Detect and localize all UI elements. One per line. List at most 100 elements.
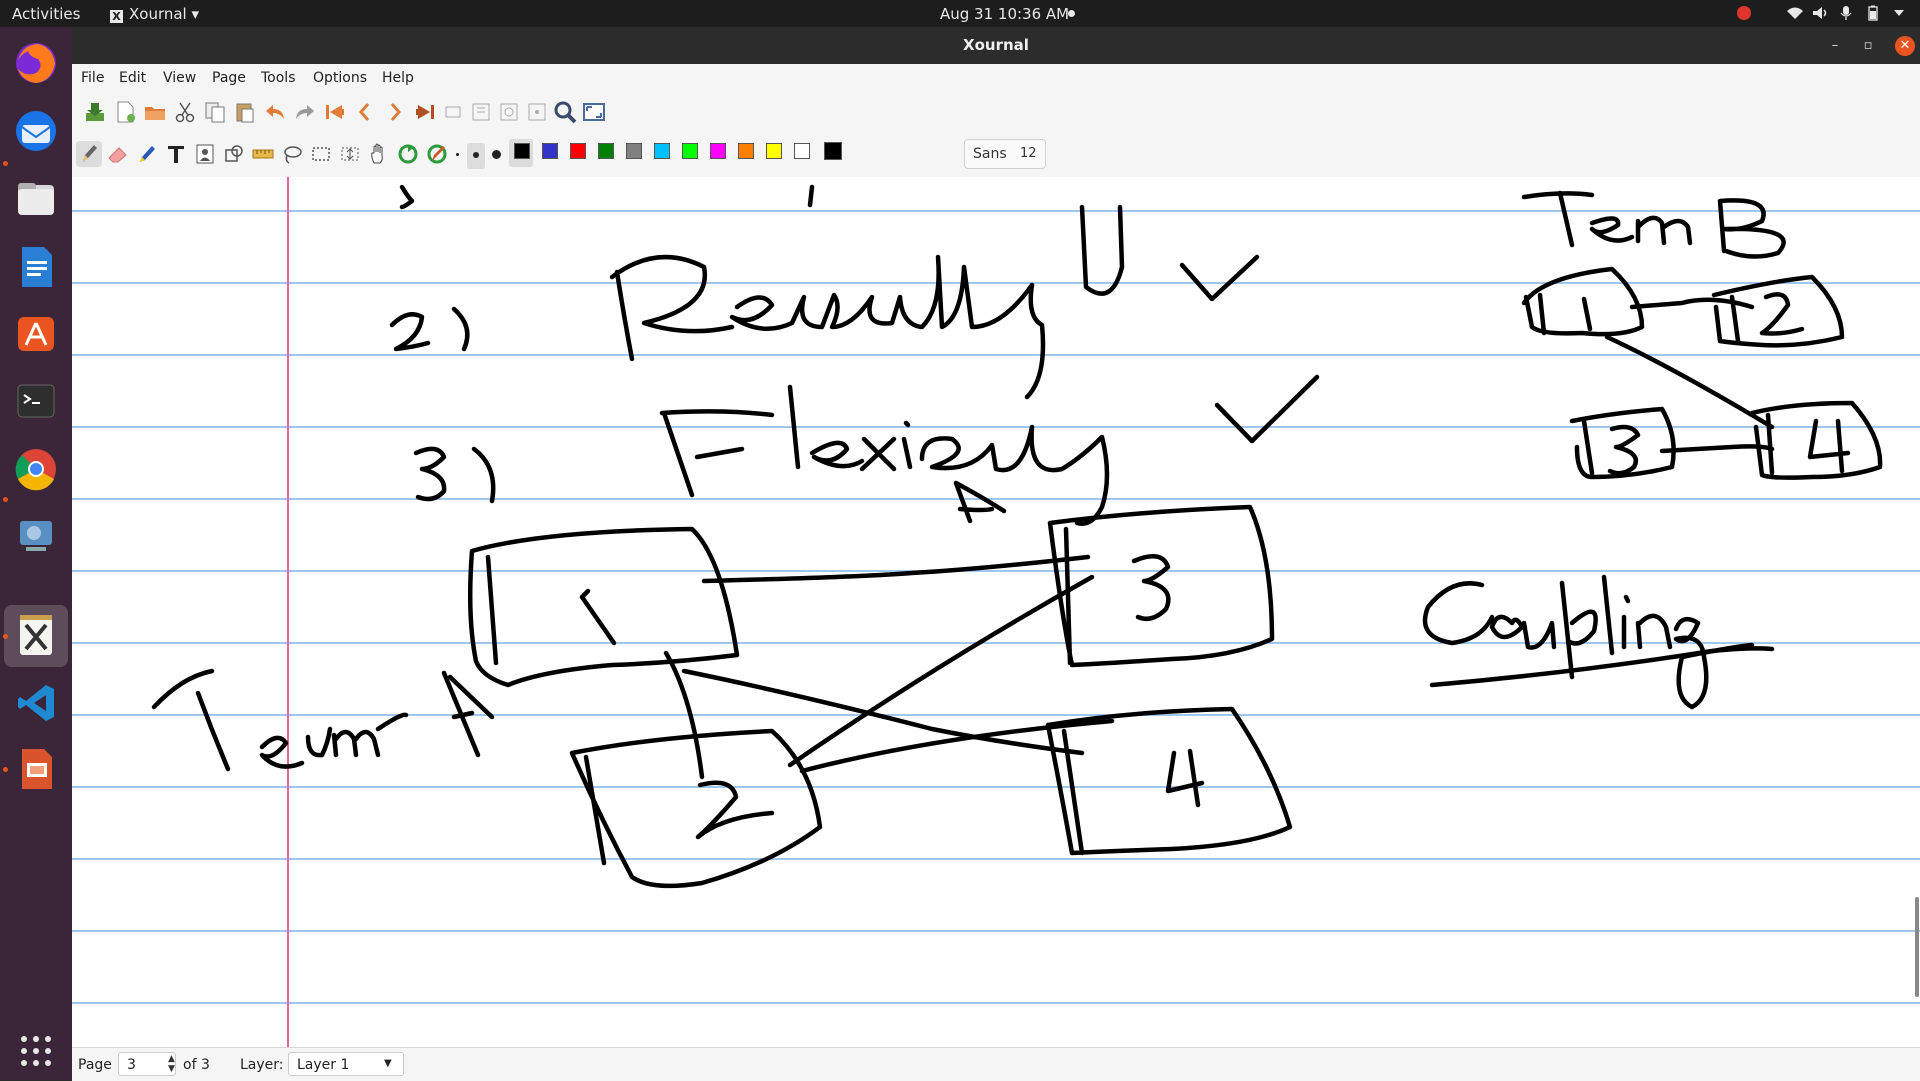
chrome-icon[interactable]: [12, 445, 60, 493]
pen-width-thick[interactable]: [492, 150, 501, 159]
page-spinner[interactable]: ▲▼: [168, 1054, 175, 1074]
dock-running-indicator: [3, 161, 8, 166]
libreoffice-writer-icon[interactable]: [12, 243, 60, 291]
ruled-page[interactable]: [72, 177, 1920, 1047]
clock[interactable]: Aug 31 10:36 AM: [940, 5, 1070, 23]
show-applications-icon[interactable]: [12, 1027, 60, 1075]
prev-page-icon[interactable]: [352, 99, 378, 125]
thunderbird-icon[interactable]: [12, 107, 60, 155]
color-white-swatch[interactable]: [794, 143, 810, 159]
image-icon[interactable]: [192, 141, 218, 167]
font-button[interactable]: Sans 12: [964, 139, 1046, 169]
first-page-icon[interactable]: [322, 99, 348, 125]
color-light-green-swatch[interactable]: [682, 143, 698, 159]
menu-tools[interactable]: Tools: [261, 70, 296, 86]
window-titlebar[interactable]: Xournal – ▫ ✕: [72, 27, 1920, 64]
color-black-swatch[interactable]: [514, 143, 530, 159]
menu-page[interactable]: Page: [212, 70, 246, 86]
default-pen-icon[interactable]: [424, 141, 450, 167]
page-option-3-icon[interactable]: [496, 99, 522, 125]
page-total: of 3: [183, 1057, 210, 1073]
volume-icon[interactable]: [1812, 6, 1830, 20]
firefox-icon[interactable]: [12, 39, 60, 87]
rect-select-icon[interactable]: [308, 141, 334, 167]
ink-team-a-T: [151, 668, 231, 772]
minimize-button[interactable]: –: [1831, 38, 1839, 53]
lasso-icon[interactable]: [279, 141, 305, 167]
page-option-4-icon[interactable]: [524, 99, 550, 125]
xournal-app-icon[interactable]: [12, 611, 60, 659]
new-icon[interactable]: [112, 99, 138, 125]
color-orange-swatch[interactable]: [738, 143, 754, 159]
color-green-swatch[interactable]: [598, 143, 614, 159]
ink-box-b1: [1521, 266, 1645, 337]
power-menu-icon[interactable]: [1894, 9, 1904, 17]
save-icon[interactable]: [82, 99, 108, 125]
open-icon[interactable]: [142, 99, 168, 125]
spin-down-icon[interactable]: ▼: [168, 1064, 175, 1074]
spin-up-icon[interactable]: ▲: [168, 1054, 175, 1064]
color-red-swatch[interactable]: [570, 143, 586, 159]
files-icon[interactable]: [12, 175, 60, 223]
paste-icon[interactable]: [232, 99, 258, 125]
color-blue-swatch[interactable]: [542, 143, 558, 159]
menu-options[interactable]: Options: [313, 70, 368, 86]
dock: [0, 27, 72, 1080]
cut-icon[interactable]: [172, 99, 198, 125]
last-page-icon[interactable]: [412, 99, 438, 125]
maximize-button[interactable]: ▫: [1863, 38, 1873, 53]
color-gray-swatch[interactable]: [626, 143, 642, 159]
close-button[interactable]: ✕: [1895, 36, 1915, 56]
copy-icon[interactable]: [202, 99, 228, 125]
undo-icon[interactable]: [262, 99, 288, 125]
shape-icon[interactable]: [221, 141, 247, 167]
mic-icon[interactable]: [1840, 5, 1852, 21]
menu-edit[interactable]: Edit: [119, 70, 147, 86]
color-magenta-swatch[interactable]: [710, 143, 726, 159]
fullscreen-icon[interactable]: [581, 99, 607, 125]
page-option-1-icon[interactable]: [440, 99, 466, 125]
current-color-button[interactable]: [824, 142, 842, 160]
page-option-2-icon[interactable]: [468, 99, 494, 125]
hand-icon[interactable]: [366, 141, 392, 167]
highlighter-icon[interactable]: [134, 141, 160, 167]
vertical-space-icon[interactable]: [337, 141, 363, 167]
ruler-icon[interactable]: [250, 141, 276, 167]
menu-view[interactable]: View: [163, 70, 197, 86]
activities-button[interactable]: Activities: [12, 5, 81, 23]
pen-width-fine[interactable]: [456, 153, 459, 156]
ink-digit-a1: [579, 588, 617, 646]
color-light-blue-swatch[interactable]: [654, 143, 670, 159]
screen-recorder-icon[interactable]: [12, 511, 60, 559]
ink-line-a1-a3: [701, 554, 1091, 584]
libreoffice-impress-icon[interactable]: [12, 745, 60, 793]
default-tool-icon[interactable]: [395, 141, 421, 167]
vscode-icon[interactable]: [12, 679, 60, 727]
text-icon[interactable]: [163, 141, 189, 167]
menu-file[interactable]: File: [81, 70, 105, 86]
pen-icon[interactable]: [76, 141, 102, 167]
eraser-icon[interactable]: [105, 141, 131, 167]
next-page-icon[interactable]: [382, 99, 408, 125]
page-number-input[interactable]: 3: [118, 1052, 176, 1076]
recording-indicator-icon[interactable]: [1737, 6, 1751, 20]
redo-icon[interactable]: [292, 99, 318, 125]
ubuntu-software-icon[interactable]: [12, 309, 60, 357]
layer-select[interactable]: Layer 1: [288, 1052, 404, 1076]
zoom-icon[interactable]: [552, 99, 578, 125]
rule-lines: [72, 210, 1920, 1004]
ink-remnant-1: [399, 184, 415, 210]
pen-width-medium[interactable]: [473, 152, 479, 158]
drawing-canvas[interactable]: [72, 177, 1920, 1047]
wifi-icon[interactable]: [1786, 6, 1804, 20]
page-label: Page: [78, 1057, 112, 1073]
ink-digit-b2: [1759, 292, 1805, 336]
menu-help[interactable]: Help: [382, 70, 414, 86]
color-yellow-swatch[interactable]: [766, 143, 782, 159]
vertical-scrollbar[interactable]: [1915, 897, 1919, 997]
chevron-down-icon[interactable]: ▼: [384, 1058, 392, 1069]
terminal-icon[interactable]: [12, 377, 60, 425]
battery-icon[interactable]: [1868, 5, 1878, 21]
ink-paren-1: [451, 306, 470, 352]
